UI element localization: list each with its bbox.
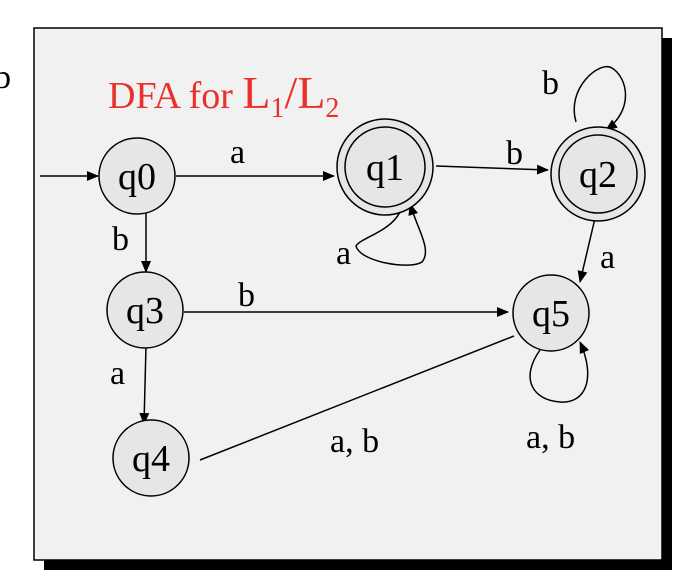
- edge-q5-q5: [529, 341, 590, 403]
- edge-label-q2-q2: b: [542, 65, 559, 102]
- edge-q2-q5: [577, 213, 597, 283]
- edge-q1-q2: [435, 164, 549, 175]
- edge-q3-q4: [139, 345, 150, 425]
- edge-label-q3-q5: b: [238, 277, 255, 314]
- state-label-q5: q5: [532, 293, 570, 335]
- state-label-q2: q2: [579, 154, 617, 196]
- edge-label-q3-q4: a: [110, 355, 125, 392]
- edge-q2-q2: [573, 65, 627, 131]
- state-q3: q3: [106, 271, 184, 349]
- edge-label-q5-q5: a, b: [526, 419, 575, 456]
- state-label-q1: q1: [366, 147, 404, 189]
- state-label-q3: q3: [126, 290, 164, 332]
- margin-letter: b: [0, 59, 11, 96]
- edge-label-q1-q1: a: [336, 235, 351, 272]
- state-label-q4: q4: [132, 438, 170, 480]
- edge-label-q0-q3: b: [112, 221, 129, 258]
- diagram-title: DFA for L1/L2: [108, 67, 339, 124]
- edge-q4-q5: [199, 335, 515, 461]
- edge-label-q1-q2: b: [506, 135, 523, 172]
- state-q1: q1: [336, 118, 434, 216]
- state-label-q0: q0: [118, 156, 156, 198]
- state-q2: q2: [550, 126, 646, 222]
- state-q4: q4: [112, 419, 190, 497]
- edge-label-q4-q5: a, b: [330, 423, 379, 460]
- edge-label-q0-q1: a: [230, 134, 245, 171]
- edge-q1-q1: [355, 203, 427, 266]
- edge-label-q2-q5: a: [600, 239, 615, 276]
- state-q0: q0: [98, 137, 176, 215]
- state-q5: q5: [512, 274, 590, 352]
